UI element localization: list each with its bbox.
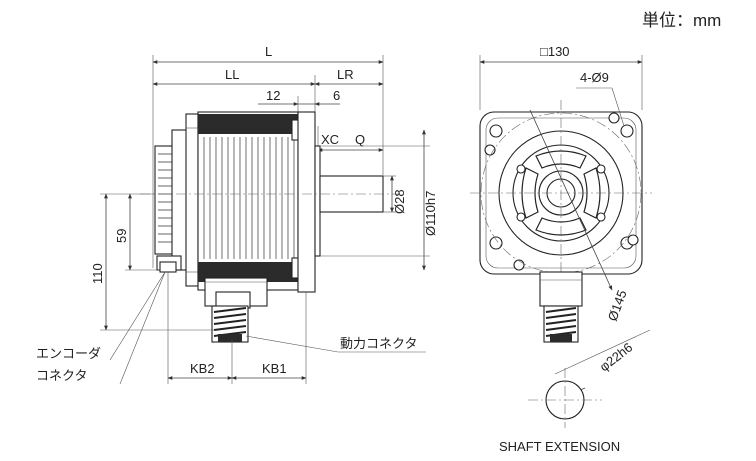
mount-hole-bl [489,236,503,250]
dim-xc: XC [321,132,339,147]
dim-12: 12 [266,88,280,103]
dim-shaft-dia: Ø28 [392,189,407,214]
dim-holes: 4-Ø9 [580,70,609,85]
dim-l: L [265,44,272,59]
unit-label: 単位：mm [642,11,721,30]
dim-pcd: Ø145 [605,288,630,323]
shaft-extension-label: SHAFT EXTENSION [499,439,620,454]
motor-frame [197,111,299,291]
power-connector-label: 動力コネクタ [340,336,417,351]
dim-q: Q [355,132,365,147]
encoder-connector-label-1: エンコーダ [36,346,101,361]
encoder-connector-label-2: コネクタ [36,368,87,383]
front-power-connector [539,271,583,307]
mount-hole-tl [489,124,503,138]
mount-hole-tr [620,124,634,138]
dim-kb1: KB1 [262,361,287,376]
dim-kb2: KB2 [190,361,215,376]
dim-110: 110 [90,263,105,284]
dim-59: 59 [114,229,129,243]
dim-lr: LR [337,67,354,82]
dim-flange-square: □130 [540,44,570,59]
front-view: □130 4-Ø9 [470,44,652,454]
motor-fins [198,114,298,282]
front-flange [297,111,316,293]
dim-connector-dia: φ22h6 [597,340,636,375]
dim-ll: LL [225,67,239,82]
side-view: L LL LR 12 6 XC Q [36,44,438,385]
dim-spigot-dia: Ø110h7 [423,191,438,236]
dim-6: 6 [333,88,340,103]
